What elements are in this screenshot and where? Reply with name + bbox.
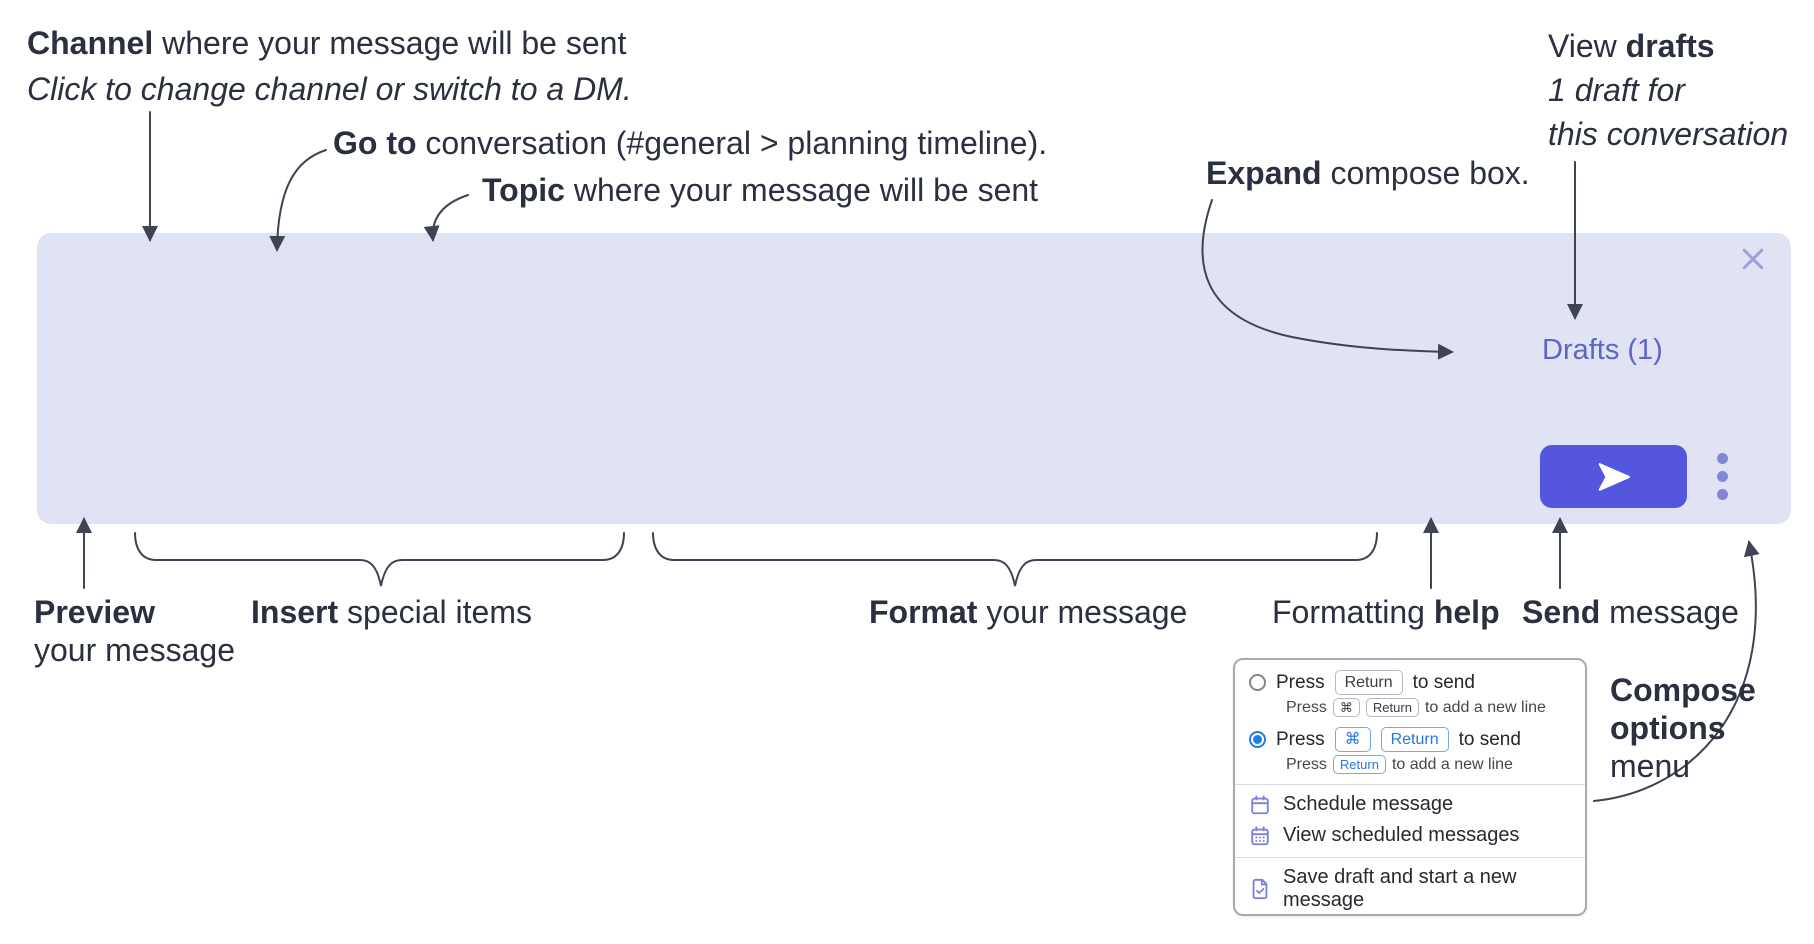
channel-note: Channel where your message will be sent … bbox=[27, 20, 632, 112]
compose-options-button[interactable] bbox=[1700, 448, 1744, 505]
return-to-send-option[interactable]: Press Return to send bbox=[1235, 660, 1585, 695]
formatting-help-note: Formatting help bbox=[1272, 594, 1500, 630]
schedule-message-item[interactable]: Schedule message bbox=[1235, 785, 1585, 816]
channel-note-bold: Channel bbox=[27, 25, 154, 61]
cmd-return-to-send-subtext: Press Return to add a new line bbox=[1286, 755, 1513, 774]
kebab-dot bbox=[1716, 471, 1728, 482]
calendar-grid-icon bbox=[1249, 825, 1271, 847]
cmd-return-to-send-option[interactable]: Press ⌘ Return to send bbox=[1235, 717, 1585, 752]
menu-divider bbox=[1235, 857, 1585, 858]
kebab-dot bbox=[1716, 489, 1728, 500]
kebab-dot bbox=[1716, 453, 1728, 464]
return-to-send-subtext: Press ⌘ Return to add a new line bbox=[1286, 698, 1546, 717]
draft-check-icon bbox=[1249, 878, 1271, 900]
insert-note: Insert special items bbox=[251, 594, 532, 630]
send-button[interactable] bbox=[1540, 445, 1687, 508]
compose-box bbox=[37, 233, 1791, 524]
radio-unselected-icon bbox=[1249, 674, 1266, 691]
compose-options-note: Compose options menu bbox=[1610, 672, 1756, 784]
view-drafts-note: View drafts 1 draft for this conversatio… bbox=[1548, 28, 1789, 152]
view-scheduled-messages-item[interactable]: View scheduled messages bbox=[1235, 816, 1585, 847]
drafts-link[interactable]: Drafts (1) bbox=[1542, 334, 1663, 366]
send-icon bbox=[1598, 462, 1630, 491]
save-draft-item[interactable]: Save draft and start a new message bbox=[1235, 858, 1585, 912]
close-button[interactable] bbox=[1738, 244, 1768, 274]
preview-note: Preview your message bbox=[34, 594, 235, 668]
send-note: Send message bbox=[1522, 594, 1739, 630]
menu-divider bbox=[1235, 784, 1585, 785]
format-note: Format your message bbox=[869, 594, 1188, 630]
return-key: Return bbox=[1380, 727, 1449, 752]
insert-brace bbox=[134, 532, 625, 587]
channel-note-rest: where your message will be sent bbox=[153, 25, 627, 61]
radio-selected-icon bbox=[1249, 731, 1266, 748]
cmd-key: ⌘ bbox=[1334, 727, 1371, 752]
compose-options-menu: Press Return to send Press ⌘ Return to a… bbox=[1233, 658, 1587, 916]
channel-note-line2: Click to change channel or switch to a D… bbox=[27, 71, 632, 107]
return-key: Return bbox=[1365, 698, 1419, 717]
return-key: Return bbox=[1332, 755, 1386, 774]
topic-note: Topic where your message will be sent bbox=[482, 172, 1039, 208]
format-brace bbox=[652, 532, 1378, 587]
calendar-icon bbox=[1249, 794, 1271, 816]
close-icon bbox=[1742, 248, 1764, 270]
return-key: Return bbox=[1334, 670, 1403, 695]
expand-note: Expand compose box. bbox=[1206, 155, 1530, 191]
cmd-key: ⌘ bbox=[1332, 698, 1360, 717]
goto-note: Go to conversation (#general > planning … bbox=[333, 125, 1048, 161]
